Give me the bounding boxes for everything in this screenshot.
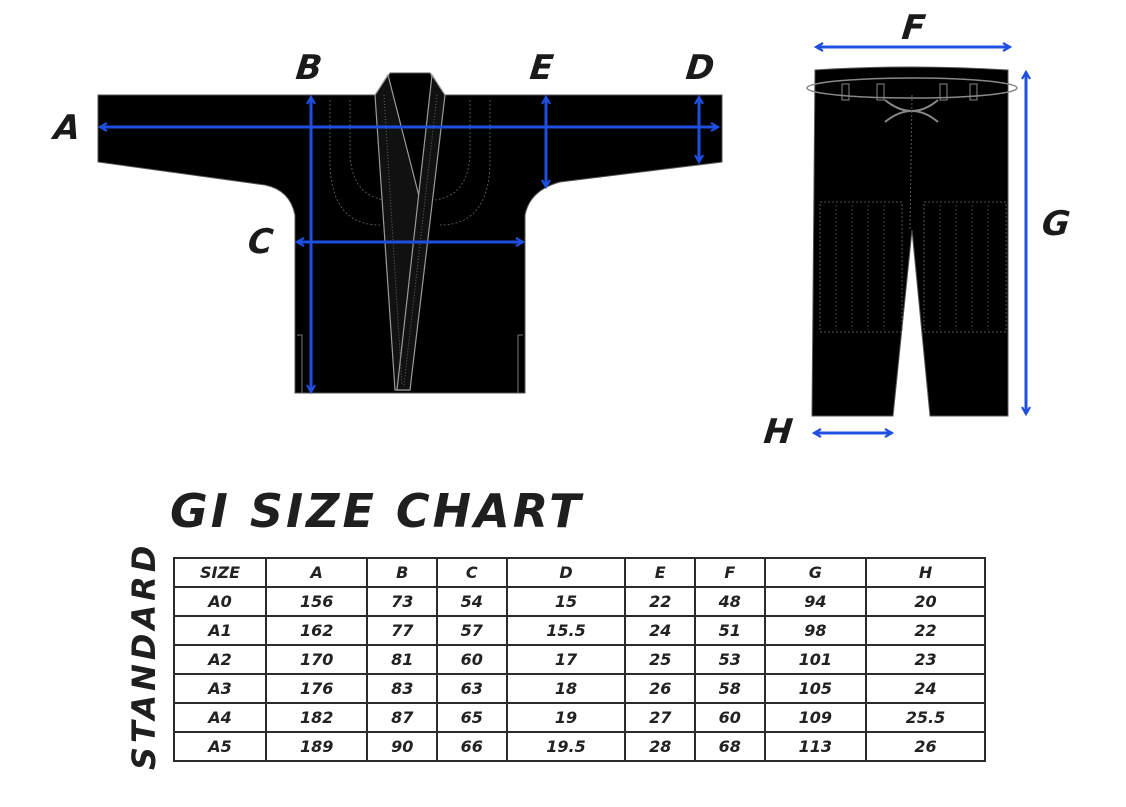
value-cell: 48 bbox=[694, 586, 766, 617]
label-e: E bbox=[527, 48, 557, 88]
value-cell: 156 bbox=[264, 586, 369, 617]
value-cell: 113 bbox=[763, 731, 868, 762]
pants-illustration bbox=[806, 47, 1026, 433]
value-cell: 19.5 bbox=[505, 731, 627, 762]
value-cell: 58 bbox=[694, 673, 766, 704]
value-cell: 18 bbox=[505, 673, 627, 704]
header-a: A bbox=[264, 557, 369, 588]
value-cell: 73 bbox=[366, 586, 439, 617]
header-g: G bbox=[763, 557, 868, 588]
value-cell: 162 bbox=[264, 615, 369, 646]
value-cell: 60 bbox=[436, 644, 508, 675]
label-c: C bbox=[245, 222, 277, 262]
header-h: H bbox=[865, 557, 986, 588]
value-cell: 182 bbox=[264, 702, 369, 733]
value-cell: 15.5 bbox=[505, 615, 627, 646]
value-cell: 66 bbox=[436, 731, 508, 762]
gi-measurement-diagram bbox=[97, 0, 1126, 470]
value-cell: 57 bbox=[436, 615, 508, 646]
value-cell: 87 bbox=[366, 702, 439, 733]
value-cell: 24 bbox=[865, 673, 986, 704]
size-cell: A0 bbox=[173, 586, 267, 617]
chart-title: GI SIZE CHART bbox=[170, 484, 584, 538]
value-cell: 90 bbox=[366, 731, 439, 762]
label-b: B bbox=[293, 48, 326, 88]
label-f: F bbox=[899, 8, 929, 48]
value-cell: 77 bbox=[366, 615, 439, 646]
size-cell: A2 bbox=[173, 644, 267, 675]
value-cell: 105 bbox=[763, 673, 868, 704]
value-cell: 68 bbox=[694, 731, 766, 762]
value-cell: 53 bbox=[694, 644, 766, 675]
value-cell: 26 bbox=[624, 673, 697, 704]
value-cell: 109 bbox=[763, 702, 868, 733]
value-cell: 54 bbox=[436, 586, 508, 617]
value-cell: 60 bbox=[694, 702, 766, 733]
table-row: A5 189 90 66 19.5 28 68 113 26 bbox=[173, 731, 986, 762]
value-cell: 101 bbox=[763, 644, 868, 675]
row-group-label: STANDARD bbox=[125, 541, 163, 770]
header-size: SIZE bbox=[173, 557, 267, 588]
size-cell: A4 bbox=[173, 702, 267, 733]
label-h: H bbox=[761, 412, 796, 452]
table-row: A4 182 87 65 19 27 60 109 25.5 bbox=[173, 702, 986, 733]
value-cell: 17 bbox=[505, 644, 627, 675]
table-row: A1 162 77 57 15.5 24 51 98 22 bbox=[173, 615, 986, 646]
value-cell: 22 bbox=[865, 615, 986, 646]
value-cell: 25.5 bbox=[865, 702, 986, 733]
label-d: D bbox=[683, 48, 718, 88]
value-cell: 23 bbox=[865, 644, 986, 675]
value-cell: 15 bbox=[505, 586, 627, 617]
value-cell: 27 bbox=[624, 702, 697, 733]
value-cell: 26 bbox=[865, 731, 986, 762]
header-d: D bbox=[505, 557, 627, 588]
label-a: A bbox=[51, 108, 84, 148]
value-cell: 24 bbox=[624, 615, 697, 646]
value-cell: 51 bbox=[694, 615, 766, 646]
value-cell: 25 bbox=[624, 644, 697, 675]
jacket-illustration bbox=[97, 72, 723, 393]
table-row: A3 176 83 63 18 26 58 105 24 bbox=[173, 673, 986, 704]
size-cell: A5 bbox=[173, 731, 267, 762]
value-cell: 19 bbox=[505, 702, 627, 733]
value-cell: 83 bbox=[366, 673, 439, 704]
table-row: A2 170 81 60 17 25 53 101 23 bbox=[173, 644, 986, 675]
size-cell: A3 bbox=[173, 673, 267, 704]
value-cell: 189 bbox=[264, 731, 369, 762]
table-row: A0 156 73 54 15 22 48 94 20 bbox=[173, 586, 986, 617]
header-f: F bbox=[694, 557, 766, 588]
label-g: G bbox=[1039, 204, 1074, 244]
header-b: B bbox=[366, 557, 439, 588]
value-cell: 176 bbox=[264, 673, 369, 704]
value-cell: 81 bbox=[366, 644, 439, 675]
value-cell: 98 bbox=[763, 615, 868, 646]
header-e: E bbox=[624, 557, 697, 588]
value-cell: 170 bbox=[264, 644, 369, 675]
value-cell: 65 bbox=[436, 702, 508, 733]
size-table: SIZE A B C D E F G H A0 156 73 54 15 22 … bbox=[173, 557, 986, 762]
value-cell: 63 bbox=[436, 673, 508, 704]
size-cell: A1 bbox=[173, 615, 267, 646]
value-cell: 20 bbox=[865, 586, 986, 617]
header-c: C bbox=[436, 557, 508, 588]
table-header-row: SIZE A B C D E F G H bbox=[173, 557, 986, 588]
value-cell: 28 bbox=[624, 731, 697, 762]
value-cell: 94 bbox=[763, 586, 868, 617]
value-cell: 22 bbox=[624, 586, 697, 617]
